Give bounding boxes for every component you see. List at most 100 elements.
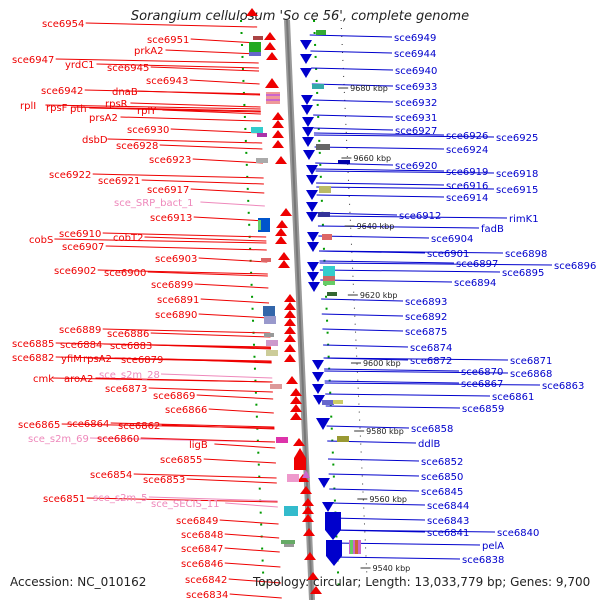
gene-label: sce6882 xyxy=(12,353,54,364)
leader-line xyxy=(316,194,445,198)
gene-label: sce6923 xyxy=(149,155,191,166)
leader-line xyxy=(315,168,445,172)
leader-line xyxy=(321,298,404,302)
gene-label: sce6933 xyxy=(395,82,437,93)
scale-label: 9560 kbp xyxy=(369,495,407,504)
leader-line xyxy=(316,186,495,190)
leader-line xyxy=(224,562,281,568)
gene-label: sce6896 xyxy=(554,261,596,272)
leader-line xyxy=(170,128,262,134)
leader-line xyxy=(326,425,410,429)
gene-label: sce6838 xyxy=(462,555,504,566)
gene-label: sce6904 xyxy=(431,234,473,245)
gene-label: pelA xyxy=(482,541,504,552)
leader-line xyxy=(150,332,271,338)
gene-label: sce6945 xyxy=(107,63,149,74)
accession-text: Accession: NC_010162 xyxy=(10,575,147,589)
leader-line xyxy=(315,170,495,174)
leader-line xyxy=(312,99,394,103)
leader-line xyxy=(71,106,261,112)
gene-label: sce6866 xyxy=(165,405,207,416)
leader-line xyxy=(190,38,258,44)
leader-line xyxy=(45,104,261,110)
leader-line xyxy=(148,496,278,502)
gene-label: sce6859 xyxy=(462,404,504,415)
gene-label: sce6898 xyxy=(505,249,547,260)
gene-label: sce6954 xyxy=(42,19,84,30)
leader-line xyxy=(317,215,508,219)
gene-label: sce6834 xyxy=(186,590,228,600)
leader-line xyxy=(200,201,265,207)
gene-label: sce6885 xyxy=(12,339,54,350)
leader-line xyxy=(96,63,259,69)
gene-label: sce6913 xyxy=(150,213,192,224)
leader-line xyxy=(319,250,504,254)
reverse-strand-genes xyxy=(300,30,361,566)
gene-label: sce6845 xyxy=(421,487,463,498)
leader-line xyxy=(320,279,453,283)
leader-line xyxy=(54,238,267,244)
gene-label: sce6942 xyxy=(41,86,83,97)
leader-line xyxy=(85,22,258,28)
leader-line xyxy=(329,488,420,492)
gene-label: sce6879 xyxy=(121,355,163,366)
leader-line xyxy=(89,107,261,113)
gene-label: sce6844 xyxy=(427,501,469,512)
leader-line xyxy=(311,83,394,87)
gene-label: sce6900 xyxy=(104,268,146,279)
leader-line xyxy=(165,49,259,55)
leader-line xyxy=(316,182,445,186)
leader-line xyxy=(130,102,261,108)
leader-line xyxy=(196,394,274,400)
topology-text: Topology: circular; Length: 13,033,779 b… xyxy=(253,575,591,589)
leader-line xyxy=(313,114,394,118)
leader-line xyxy=(92,173,264,179)
leader-line xyxy=(160,373,273,379)
gene-label: sce6875 xyxy=(405,327,447,338)
leader-line xyxy=(55,58,259,64)
leader-line xyxy=(147,271,268,277)
gene-label: sce6869 xyxy=(153,391,195,402)
gene-label: prkA2 xyxy=(134,46,163,57)
leader-line xyxy=(141,179,264,185)
leader-line xyxy=(140,437,276,443)
gene-label: sce6868 xyxy=(510,369,552,380)
gene-label: sce6912 xyxy=(399,211,441,222)
gene-label: sce6867 xyxy=(461,379,503,390)
gene-label: sce6927 xyxy=(395,126,437,137)
leader-line xyxy=(325,393,491,397)
gene-label: rplY xyxy=(137,106,157,117)
leader-line xyxy=(314,134,495,138)
gene-label: sce6944 xyxy=(394,49,436,60)
gene-label: sce6842 xyxy=(185,575,227,586)
leader-line xyxy=(97,269,268,275)
leader-line xyxy=(228,578,282,584)
leader-line xyxy=(324,382,541,386)
leader-line xyxy=(313,132,445,136)
gene-label: sce6932 xyxy=(395,98,437,109)
leader-line xyxy=(190,188,265,194)
gene-label: sce6871 xyxy=(510,356,552,367)
leader-line xyxy=(224,533,280,539)
gene-label: sce6850 xyxy=(421,472,463,483)
gene-label: dnaB xyxy=(112,87,138,98)
leader-line xyxy=(324,368,460,372)
gene-label: sce6919 xyxy=(446,167,488,178)
scale-label: 9600 kbp xyxy=(363,359,401,368)
leader-line xyxy=(107,138,263,144)
leader-line xyxy=(137,90,261,96)
leader-line xyxy=(208,408,274,414)
leader-line xyxy=(329,502,426,506)
gene-label: sce6943 xyxy=(146,76,188,87)
gene-label: sce6915 xyxy=(496,185,538,196)
gene-label: aroA2 xyxy=(64,374,93,385)
gene-label: yfiM xyxy=(61,354,82,365)
gene-label: sce6921 xyxy=(98,176,140,187)
gene-label: sce6858 xyxy=(411,424,453,435)
leader-line xyxy=(323,344,409,348)
leader-line xyxy=(319,260,455,264)
leader-line xyxy=(193,216,266,222)
gene-label: sce6883 xyxy=(110,341,152,352)
gene-label: sce_SRP_bact_1 xyxy=(114,198,193,209)
